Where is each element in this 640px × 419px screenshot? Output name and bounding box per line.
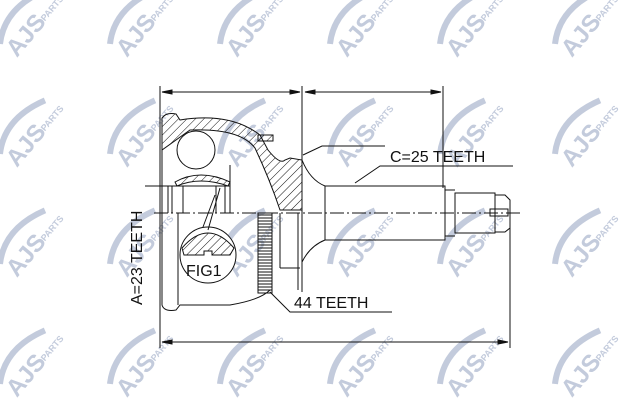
spline-a-label: A=23 TEETH (129, 211, 146, 305)
abs-ring (257, 212, 273, 294)
fig1-detail (179, 226, 237, 284)
spline-c-label: C=25 TEETH (390, 149, 485, 166)
abs-ring-label: 44 TEETH (294, 295, 368, 312)
dimension-lines (159, 86, 511, 348)
leader-lines (145, 145, 513, 313)
fig1-label: FIG1 (186, 263, 222, 280)
outer-housing (161, 113, 303, 311)
shaft (301, 159, 511, 263)
